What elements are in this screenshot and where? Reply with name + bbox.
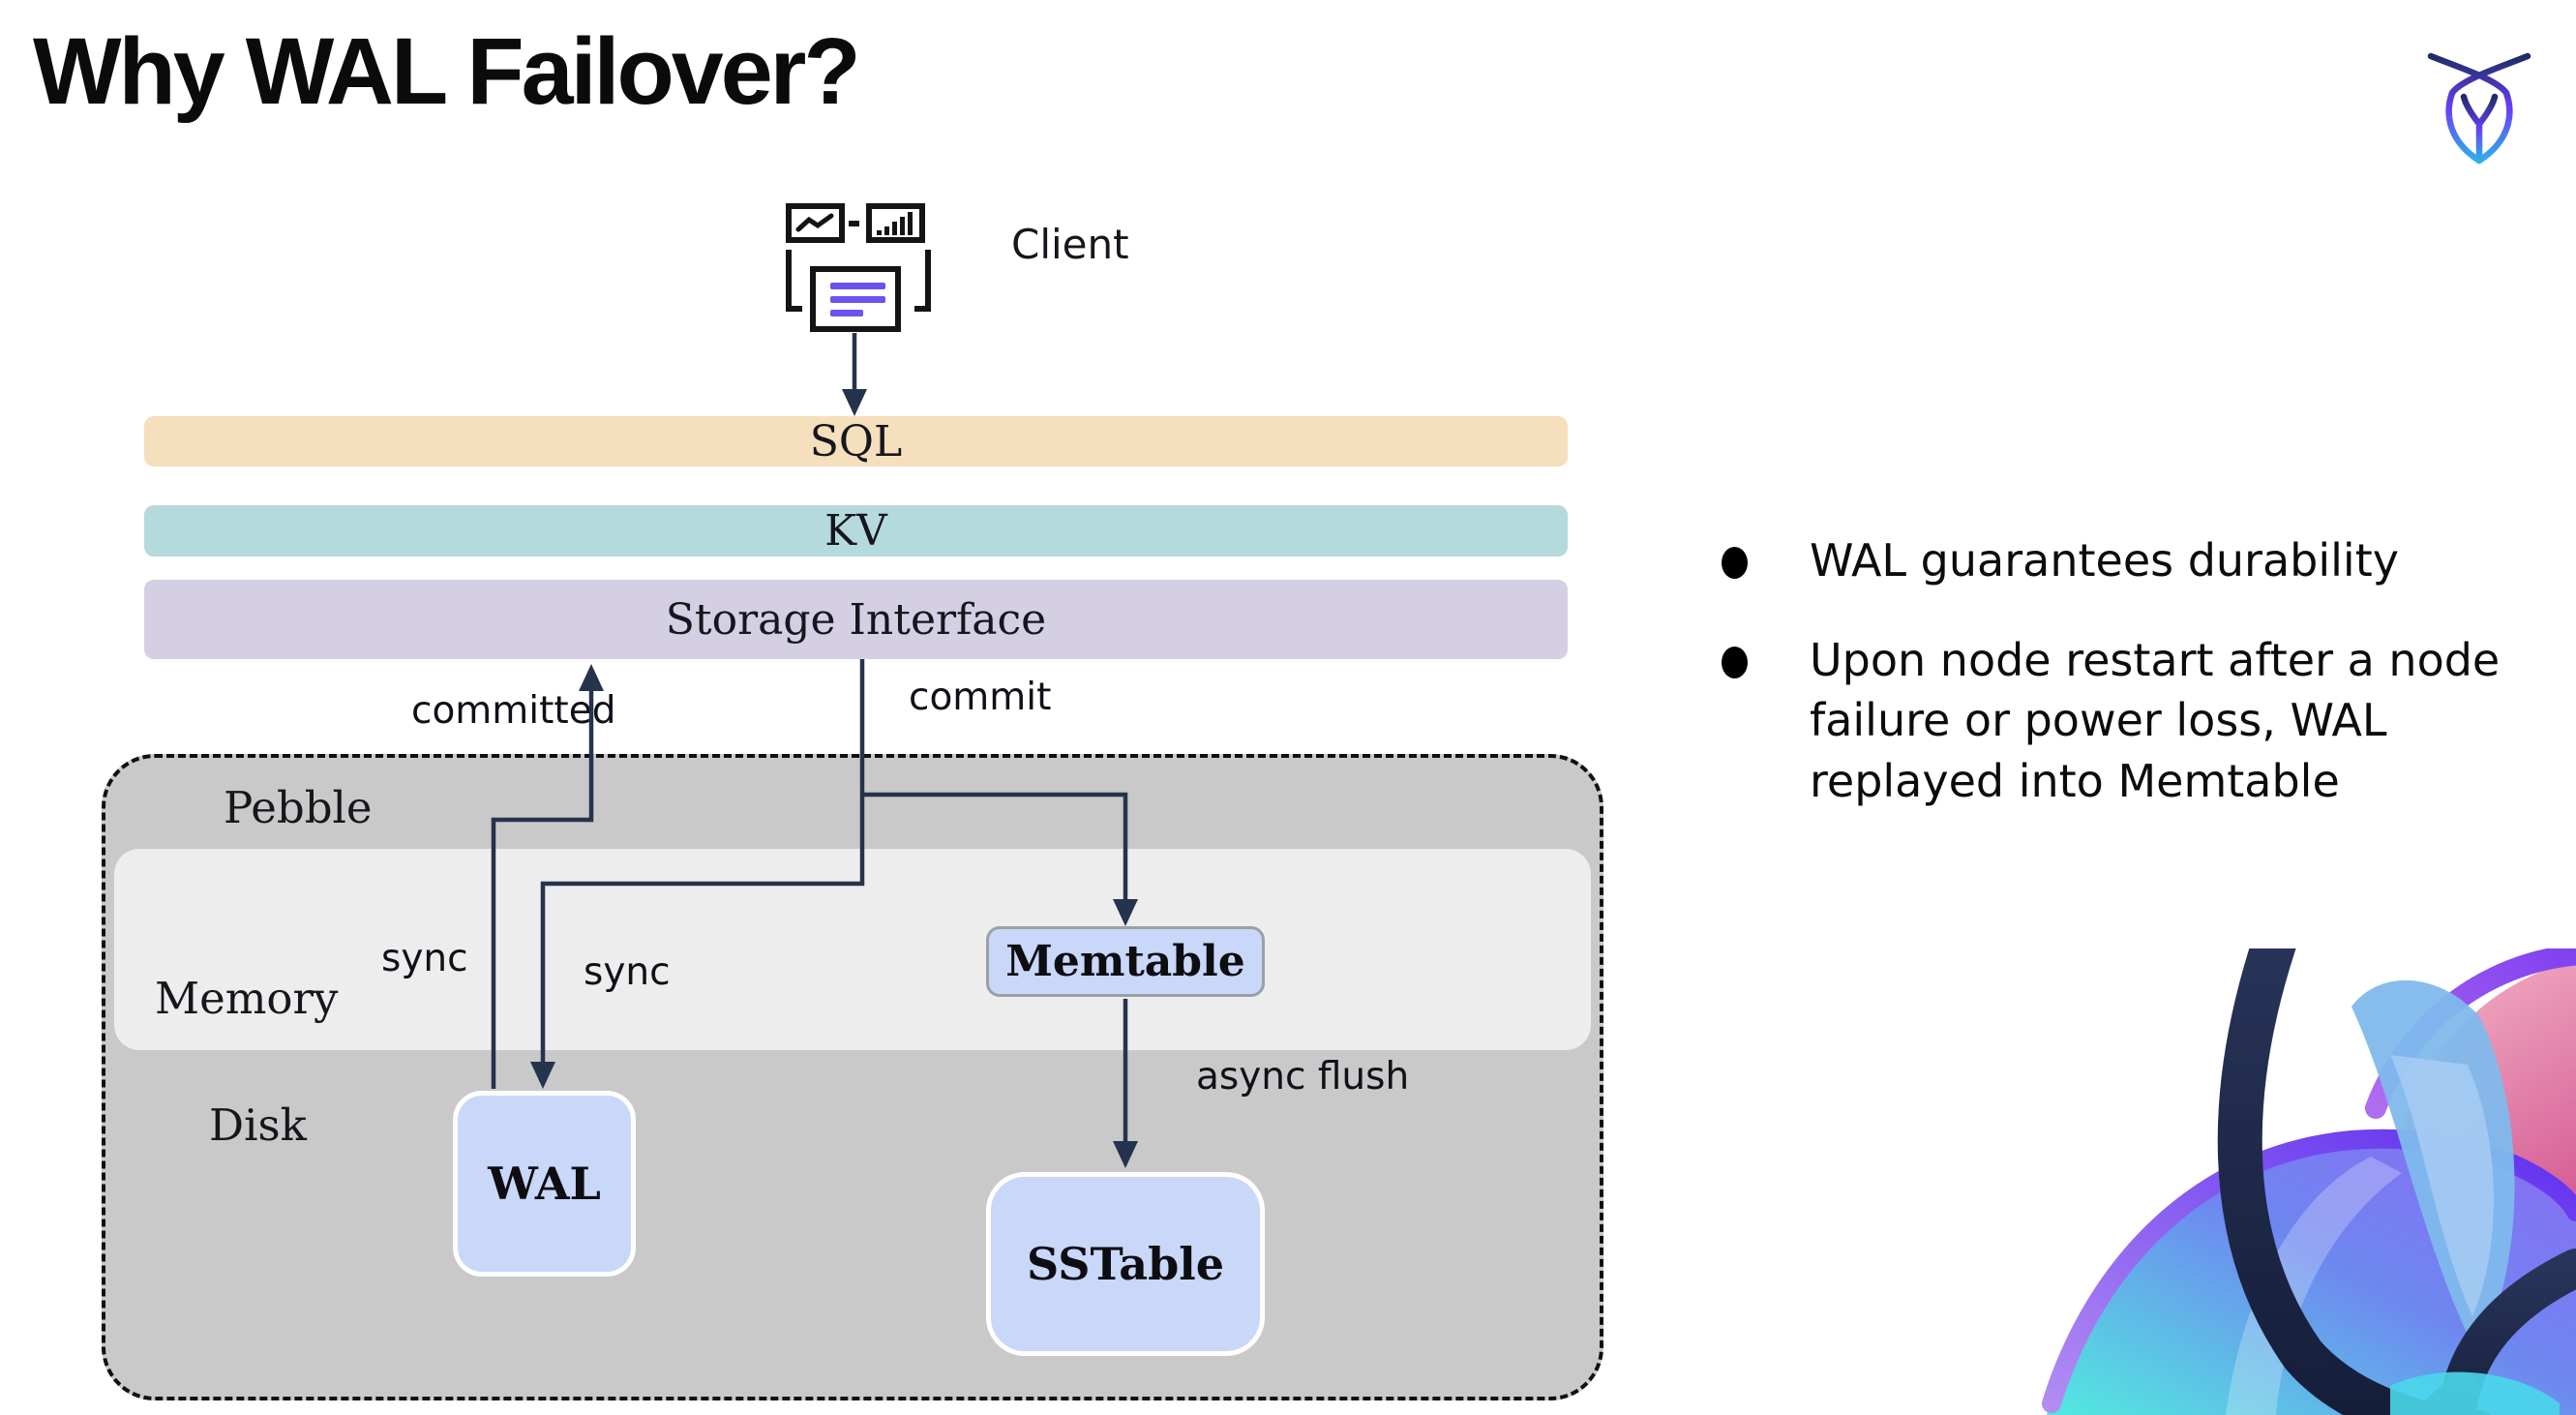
bracket-right bbox=[914, 250, 931, 312]
document-icon bbox=[810, 266, 901, 332]
memtable-node: Memtable bbox=[986, 926, 1265, 997]
edge-label-sync-right: sync bbox=[584, 950, 671, 994]
edge-label-commit: commit bbox=[909, 676, 1052, 719]
wal-node: WAL bbox=[453, 1091, 636, 1277]
layer-kv: KV bbox=[144, 505, 1568, 557]
client-label: Client bbox=[1011, 221, 1129, 268]
bullet-text: WAL guarantees durability bbox=[1810, 534, 2399, 587]
layer-storage-interface: Storage Interface bbox=[144, 580, 1568, 659]
wal-label: WAL bbox=[488, 1158, 601, 1210]
line-chart-icon bbox=[786, 203, 845, 243]
bracket-left bbox=[786, 250, 802, 312]
bullet-item: Upon node restart after a node failure o… bbox=[1722, 630, 2526, 812]
sstable-label: SSTable bbox=[1027, 1238, 1224, 1290]
arrowhead bbox=[842, 389, 867, 416]
memory-label: Memory bbox=[155, 973, 339, 1024]
dash-connector bbox=[849, 221, 859, 226]
bullet-list: WAL guarantees durability Upon node rest… bbox=[1722, 530, 2525, 850]
bar-chart-icon bbox=[866, 203, 925, 243]
layer-kv-label: KV bbox=[824, 506, 887, 556]
edge-label-async-flush: async flush bbox=[1196, 1055, 1410, 1099]
arrowhead bbox=[579, 664, 604, 691]
cockroachdb-logo-icon bbox=[2427, 52, 2531, 165]
bullet-dot bbox=[1722, 547, 1748, 579]
client-icon bbox=[786, 198, 931, 334]
bullet-dot bbox=[1722, 646, 1748, 678]
sstable-node: SSTable bbox=[986, 1172, 1265, 1356]
brand-artwork bbox=[2042, 948, 2576, 1415]
disk-label: Disk bbox=[209, 1099, 307, 1151]
layer-sql-label: SQL bbox=[809, 416, 903, 467]
page-title: Why WAL Failover? bbox=[33, 18, 861, 124]
pebble-label: Pebble bbox=[224, 782, 373, 833]
edge-label-committed: committed bbox=[411, 689, 616, 733]
memtable-label: Memtable bbox=[1005, 937, 1245, 986]
bullet-item: WAL guarantees durability bbox=[1722, 530, 2526, 591]
layer-storage-label: Storage Interface bbox=[665, 594, 1047, 645]
bullet-text: Upon node restart after a node failure o… bbox=[1810, 633, 2501, 807]
edge-label-sync-left: sync bbox=[381, 937, 468, 980]
layer-sql: SQL bbox=[144, 416, 1568, 467]
